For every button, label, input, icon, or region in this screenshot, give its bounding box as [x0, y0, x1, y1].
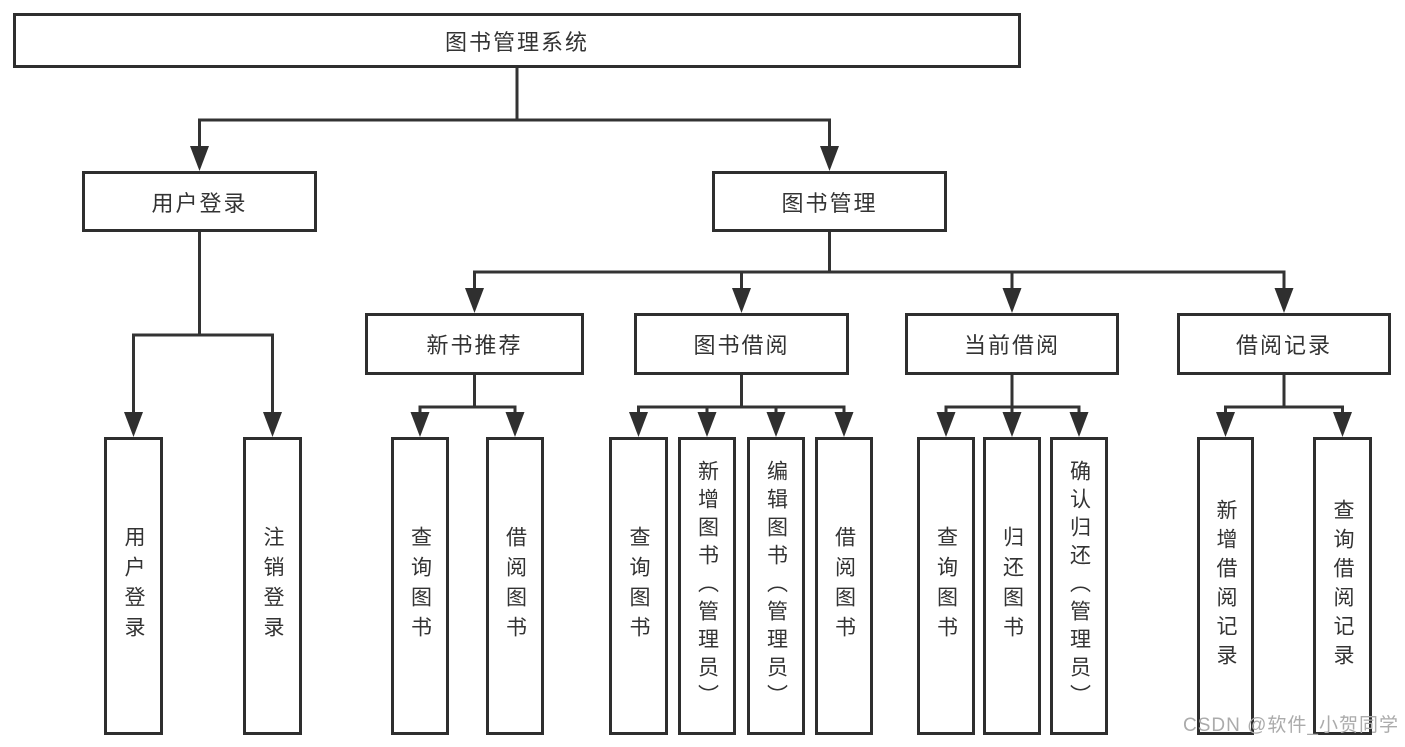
node-borrowing-query-books: 查询图书 — [609, 437, 668, 735]
node-current-confirm-return-admin: 确认归还（管理员） — [1050, 437, 1108, 735]
node-borrowing-add-books-admin: 新增图书（管理员） — [678, 437, 736, 735]
node-book-borrowing: 图书借阅 — [634, 313, 849, 375]
node-borrowing-records: 借阅记录 — [1177, 313, 1391, 375]
node-book-management: 图书管理 — [712, 171, 947, 232]
node-user-login-leaf: 用户登录 — [104, 437, 163, 735]
node-system-root: 图书管理系统 — [13, 13, 1021, 68]
node-borrowing-borrow-books: 借阅图书 — [815, 437, 873, 735]
csdn-watermark: CSDN @软件_小贺同学 — [1183, 715, 1399, 736]
node-recommend-query-books: 查询图书 — [391, 437, 449, 735]
node-recommend-borrow-books: 借阅图书 — [486, 437, 544, 735]
node-new-book-recommend: 新书推荐 — [365, 313, 584, 375]
arrowheads — [124, 146, 1352, 437]
node-records-add-record: 新增借阅记录 — [1197, 437, 1254, 735]
node-current-borrowing: 当前借阅 — [905, 313, 1119, 375]
node-user-login-group: 用户登录 — [82, 171, 317, 232]
node-current-query-books: 查询图书 — [917, 437, 975, 735]
node-borrowing-edit-books-admin: 编辑图书（管理员） — [747, 437, 805, 735]
node-records-query-record: 查询借阅记录 — [1313, 437, 1372, 735]
node-current-return-books: 归还图书 — [983, 437, 1041, 735]
node-logout-leaf: 注销登录 — [243, 437, 302, 735]
